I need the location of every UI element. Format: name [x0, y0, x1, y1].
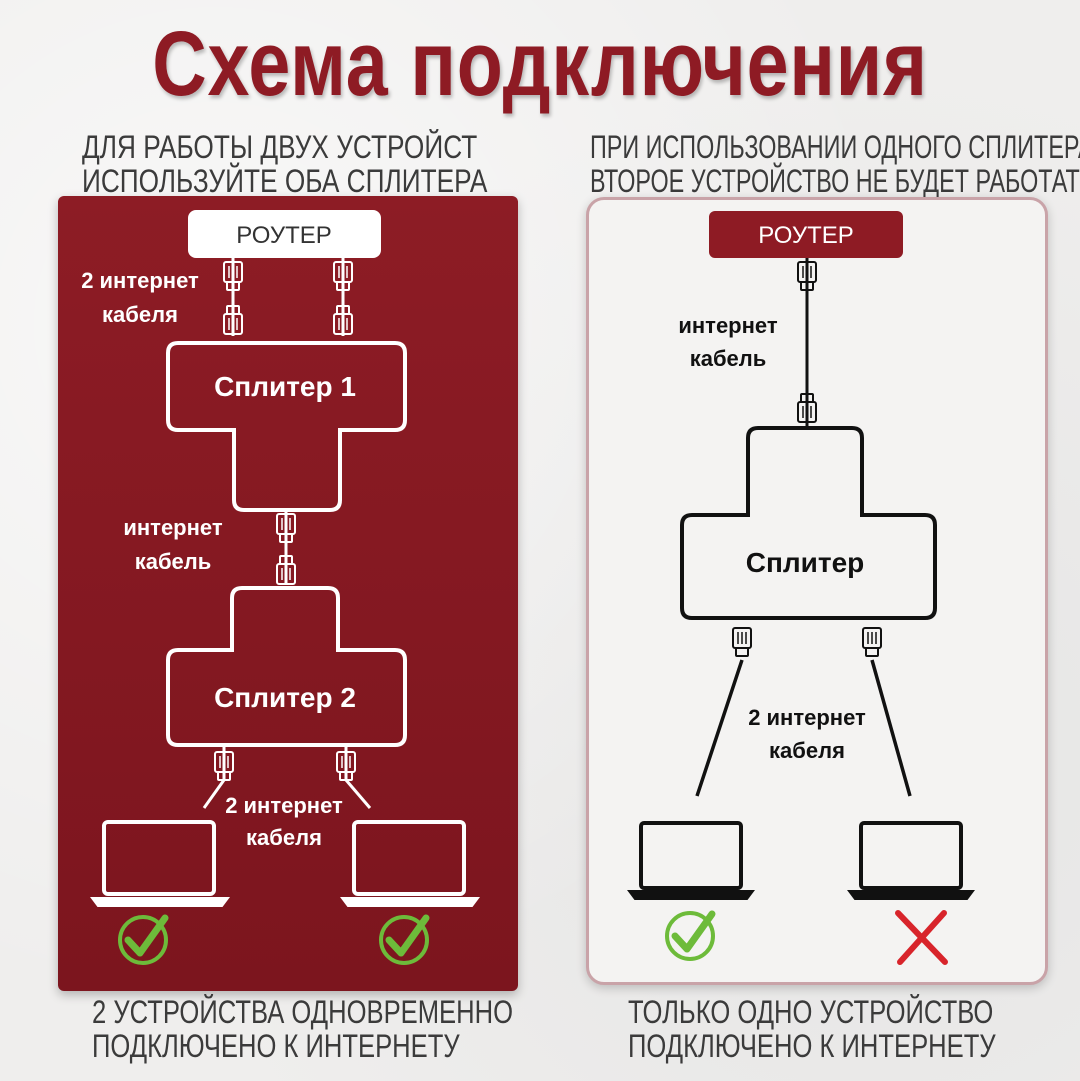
right-caption: ПРИ ИСПОЛЬЗОВАНИИ ОДНОГО СПЛИТЕРА ВТОРОЕ… — [590, 130, 1080, 198]
left-router: РОУТЕР — [188, 210, 381, 258]
left-top-cables-label-2: кабеля — [102, 302, 178, 327]
right-router: РОУТЕР — [709, 211, 903, 258]
left-splitter-1-shape — [166, 341, 407, 512]
page-title: Схема подключения — [152, 13, 928, 115]
right-bottom-cables-label-1: 2 интернет — [748, 705, 866, 730]
right-bottom-cables-label-2: кабеля — [769, 738, 845, 763]
left-footer-line-2: ПОДКЛЮЧЕНО К ИНТЕРНЕТУ — [92, 1028, 460, 1064]
right-panel — [586, 197, 1048, 985]
left-splitter-2-shape — [166, 586, 407, 747]
right-top-cable-label-1: интернет — [678, 313, 777, 338]
left-footer: 2 УСТРОЙСТВА ОДНОВРЕМЕННО ПОДКЛЮЧЕНО К И… — [92, 995, 513, 1063]
right-top-cable — [797, 258, 817, 428]
check-icon — [379, 914, 430, 965]
left-laptop-1-icon — [90, 820, 230, 907]
right-laptop-1-icon — [627, 821, 755, 900]
rj45-plug-icon — [862, 627, 882, 657]
left-bottom-cables-label-1: 2 интернет — [225, 793, 343, 818]
check-icon — [665, 910, 716, 961]
right-splitter-label: Сплитер — [746, 547, 865, 578]
left-caption-line-1: ДЛЯ РАБОТЫ ДВУХ УСТРОЙСТ — [82, 129, 478, 165]
right-footer-line-2: ПОДКЛЮЧЕНО К ИНТЕРНЕТУ — [628, 1028, 996, 1064]
right-laptop-2-icon — [847, 821, 975, 900]
left-mid-cable-label-1: интернет — [123, 515, 222, 540]
right-bottom-cables — [695, 627, 912, 797]
check-icon — [118, 914, 169, 965]
left-caption-line-2: ИСПОЛЬЗУЙТЕ ОБА СПЛИТЕРА — [82, 163, 488, 199]
left-bottom-cables — [202, 745, 372, 809]
left-top-cables-label-1: 2 интернет — [81, 268, 199, 293]
left-top-cables — [223, 258, 353, 336]
left-mid-cable-label-2: кабель — [135, 549, 212, 574]
left-splitter-2-label: Сплитер 2 — [214, 682, 356, 713]
left-router-label: РОУТЕР — [236, 222, 332, 249]
right-footer-line-1: ТОЛЬКО ОДНО УСТРОЙСТВО — [628, 994, 994, 1030]
left-footer-line-1: 2 УСТРОЙСТВА ОДНОВРЕМЕННО — [92, 994, 513, 1030]
left-bottom-cables-label-2: кабеля — [246, 825, 322, 850]
left-caption: ДЛЯ РАБОТЫ ДВУХ УСТРОЙСТ ИСПОЛЬЗУЙТЕ ОБА… — [82, 130, 487, 198]
right-footer: ТОЛЬКО ОДНО УСТРОЙСТВО ПОДКЛЮЧЕНО К ИНТЕ… — [628, 995, 996, 1063]
right-caption-line-2: ВТОРОЕ УСТРОЙСТВО НЕ БУДЕТ РАБОТАТЬ — [590, 163, 1080, 199]
left-splitter-1-label: Сплитер 1 — [214, 371, 356, 402]
right-router-label: РОУТЕР — [758, 222, 854, 249]
left-laptop-2-icon — [340, 820, 480, 907]
right-splitter-shape — [680, 426, 937, 620]
right-top-cable-label-2: кабель — [690, 346, 767, 371]
right-caption-line-1: ПРИ ИСПОЛЬЗОВАНИИ ОДНОГО СПЛИТЕРА — [590, 129, 1080, 165]
left-panel — [58, 196, 518, 991]
rj45-plug-icon — [732, 627, 752, 657]
left-mid-cable — [276, 510, 296, 585]
cross-icon — [895, 910, 948, 965]
